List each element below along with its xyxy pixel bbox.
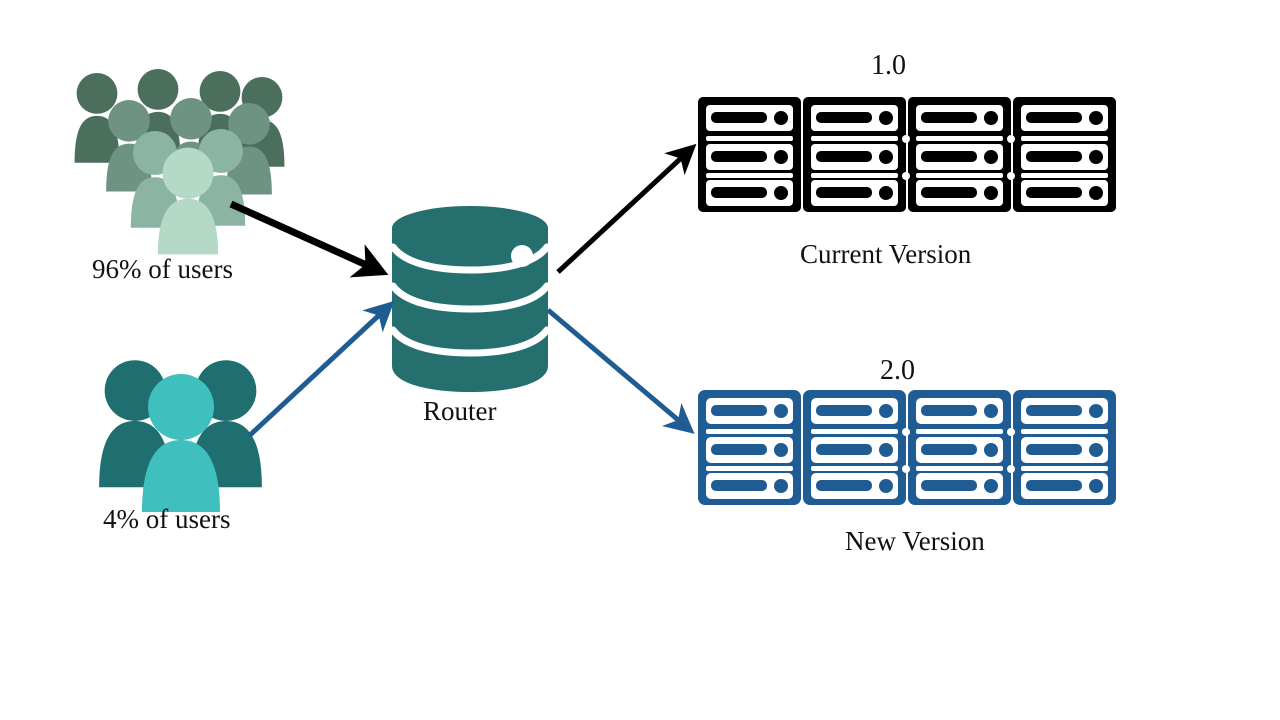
current-version-number-label: 1.0 (871, 50, 906, 81)
crowd-to-router-arrow (229, 200, 389, 278)
router-indicator-dot (511, 245, 533, 267)
server-rack-current-version (698, 97, 1116, 212)
small-group-users-label: 4% of users (103, 504, 231, 534)
crowd-users-label: 96% of users (92, 254, 233, 284)
small-group-to-router-arrow (247, 300, 395, 438)
router-to-new-version-arrow (546, 308, 695, 434)
current-version-name-label: Current Version (800, 239, 972, 269)
database-cylinder-icon (389, 206, 551, 392)
new-version-name-label: New Version (845, 526, 985, 556)
server-rack-new-version (698, 390, 1116, 505)
router-to-current-version-arrow (556, 143, 697, 274)
new-version-number-label: 2.0 (880, 355, 915, 386)
router-label: Router (423, 396, 497, 426)
